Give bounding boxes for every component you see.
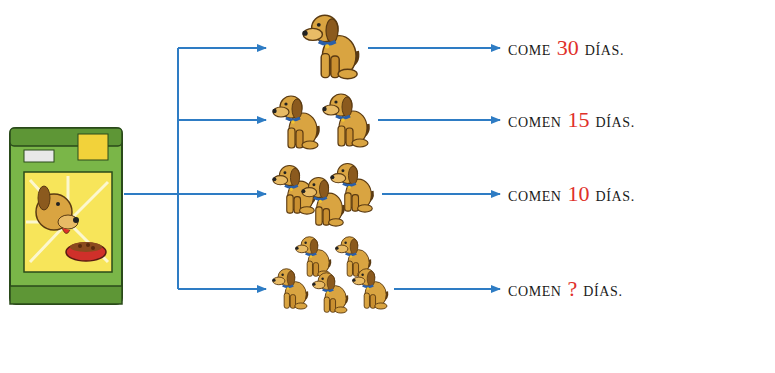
duration-line: COME 30 DÍAS. (508, 35, 630, 61)
duration-line: COMEN 15 DÍAS. (508, 107, 641, 133)
label-word: DÍAS. (585, 43, 624, 59)
dog-groups (272, 15, 387, 313)
label-word: COMEN (508, 115, 562, 131)
label-word: DÍAS. (596, 115, 635, 131)
day-count: ? (568, 276, 578, 302)
duration-line: COMEN 10 DÍAS. (508, 181, 641, 207)
day-count: 10 (568, 181, 590, 207)
label-word: COMEN (508, 284, 562, 300)
day-count: 30 (557, 35, 579, 61)
label-word: COMEN (508, 189, 562, 205)
label-word: DÍAS. (583, 284, 622, 300)
branch-arrows (124, 48, 500, 289)
duration-line: COMEN? DÍAS. (508, 276, 629, 302)
label-word: DÍAS. (596, 189, 635, 205)
day-count: 15 (568, 107, 590, 133)
food-bag (10, 128, 122, 304)
label-word: COME (508, 43, 551, 59)
